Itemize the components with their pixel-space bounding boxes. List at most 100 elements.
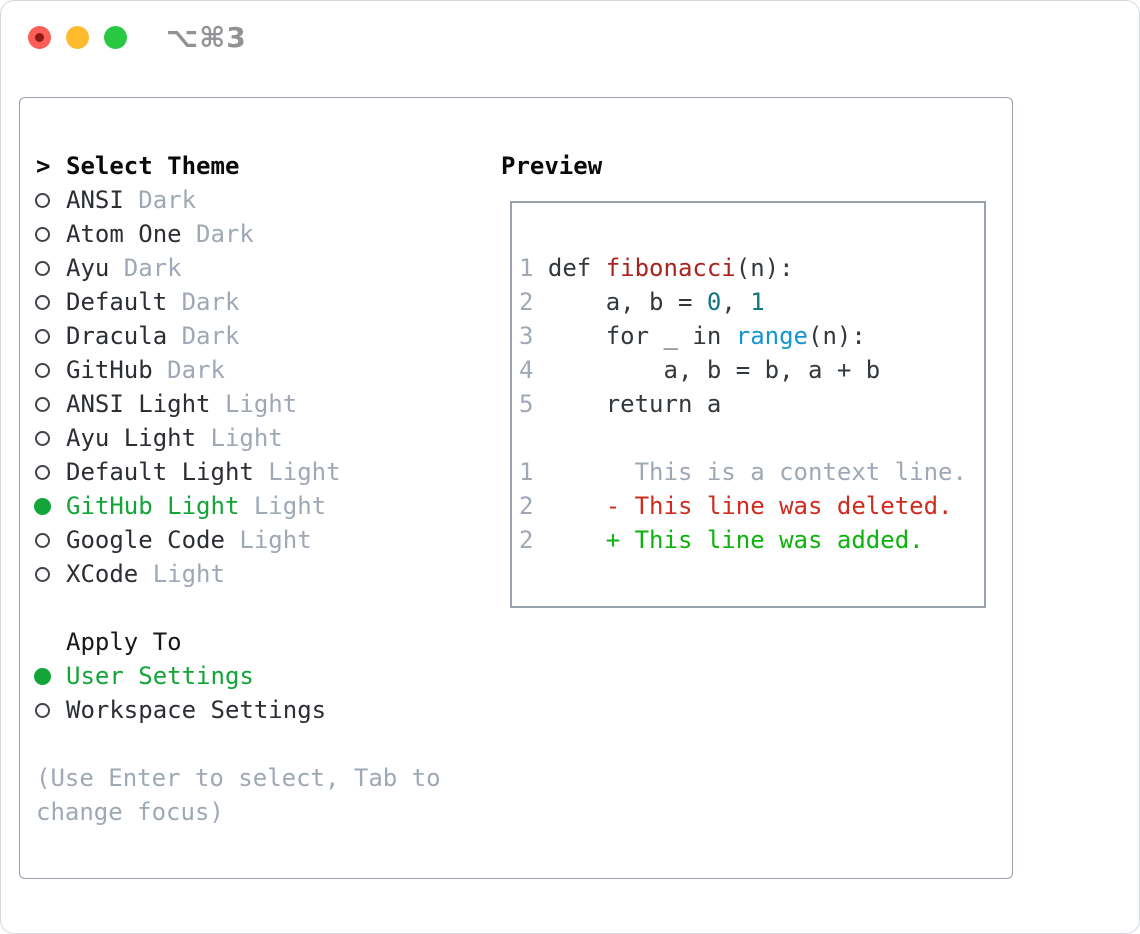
close-button[interactable] [28, 25, 51, 49]
radio-selected-icon [34, 667, 66, 685]
radio-circle-icon [35, 702, 50, 718]
help-text: (Use Enter to select, Tab to change focu… [36, 764, 441, 826]
line-number: 4 [519, 356, 548, 384]
code-line-5: 5 return a [519, 387, 984, 421]
option-variant-tag: Dark [109, 254, 182, 282]
line-number: 3 [519, 322, 548, 350]
code-line-9: 2 + This line was added. [519, 523, 984, 557]
radio-unselected-icon [34, 226, 66, 242]
theme-option-xcode[interactable]: XCode Light [34, 557, 496, 591]
close-button-dot-icon [35, 32, 44, 42]
theme-option-dracula[interactable]: Dracula Dark [34, 319, 496, 353]
titlebar: ⌥⌘3 [28, 0, 247, 74]
radio-circle-icon [35, 566, 50, 582]
apply-option-workspace-settings[interactable]: Workspace Settings [34, 693, 496, 727]
radio-unselected-icon [34, 532, 66, 548]
option-label: User Settings [66, 662, 254, 690]
radio-unselected-icon [34, 430, 66, 446]
option-label: Atom One [66, 220, 182, 248]
theme-option-github[interactable]: GitHub Dark [34, 353, 496, 387]
option-label: Default [66, 288, 168, 316]
radio-unselected-icon [34, 260, 66, 276]
code-token: This is a context line. [547, 458, 967, 486]
line-number: 1 [519, 458, 548, 486]
option-variant-tag: Dark [152, 356, 225, 384]
radio-unselected-icon [34, 464, 66, 480]
option-variant-tag: Dark [123, 186, 197, 214]
radio-circle-icon [34, 497, 51, 515]
theme-option-google-code[interactable]: Google Code Light [34, 523, 496, 557]
code-token: + This line was added. [547, 526, 924, 554]
radio-unselected-icon [34, 294, 66, 310]
option-label: ANSI [66, 186, 124, 214]
radio-circle-icon [35, 464, 50, 480]
option-variant-tag: Light [138, 560, 225, 588]
option-variant-tag: Dark [181, 220, 254, 248]
line-number: 2 [519, 492, 548, 520]
apply-to-title: Apply To [66, 628, 182, 656]
radio-circle-icon [35, 192, 50, 208]
code-token: def [547, 254, 606, 282]
code-token: - This line was deleted. [547, 492, 953, 520]
radio-circle-icon [35, 532, 50, 548]
radio-circle-icon [35, 328, 50, 344]
code-line-4: 4 a, b = b, a + b [519, 353, 984, 387]
theme-option-ansi-light[interactable]: ANSI Light Light [34, 387, 496, 421]
line-number: 2 [519, 526, 548, 554]
apply-to-header: Apply To [34, 625, 496, 659]
spacer-row [34, 591, 496, 625]
radio-circle-icon [35, 362, 50, 378]
theme-option-ayu-light[interactable]: Ayu Light Light [34, 421, 496, 455]
code-line-7: 1 This is a context line. [519, 455, 984, 489]
theme-option-ansi[interactable]: ANSI Dark [34, 183, 496, 217]
code-token: for _ in [547, 322, 736, 350]
minimize-button[interactable] [66, 25, 89, 49]
preview-title: Preview [501, 152, 603, 180]
code-token: 0 [706, 288, 722, 316]
theme-option-ayu[interactable]: Ayu Dark [34, 251, 496, 285]
option-label: ANSI Light [66, 390, 211, 418]
radio-circle-icon [35, 226, 50, 242]
select-theme-header: > Select Theme [34, 149, 496, 183]
maximize-button[interactable] [104, 25, 127, 49]
code-line-8: 2 - This line was deleted. [519, 489, 984, 523]
option-label: Workspace Settings [66, 696, 327, 724]
spacer-row [34, 727, 496, 761]
radio-circle-icon [35, 294, 50, 310]
apply-option-user-settings[interactable]: User Settings [34, 659, 496, 693]
code-token: fibonacci [605, 254, 736, 282]
option-variant-tag: Light [239, 492, 327, 520]
option-label: Dracula [66, 322, 168, 350]
option-variant-tag: Light [210, 390, 298, 418]
option-variant-tag: Dark [167, 288, 240, 316]
option-variant-tag: Dark [167, 322, 240, 350]
option-variant-tag: Light [253, 458, 341, 486]
radio-selected-icon [34, 497, 66, 515]
option-label: Ayu Light [66, 424, 197, 452]
window-title: ⌥⌘3 [166, 20, 247, 54]
radio-circle-icon [34, 667, 51, 685]
line-number [519, 424, 548, 452]
theme-option-default[interactable]: Default Dark [34, 285, 496, 319]
option-label: GitHub Light [66, 492, 240, 520]
line-number: 1 [519, 254, 548, 282]
option-label: Ayu [66, 254, 110, 282]
radio-unselected-icon [34, 702, 66, 718]
select-theme-title: Select Theme [66, 152, 240, 180]
theme-option-default-light[interactable]: Default Light Light [34, 455, 496, 489]
code-token: (n): [735, 254, 794, 282]
code-token: range [735, 322, 808, 350]
theme-option-atom-one[interactable]: Atom One Dark [34, 217, 496, 251]
code-line-1: 1 def fibonacci(n): [519, 251, 984, 285]
code-token: , [721, 288, 751, 316]
theme-option-github-light[interactable]: GitHub Light Light [34, 489, 496, 523]
radio-unselected-icon [34, 328, 66, 344]
radio-unselected-icon [34, 566, 66, 582]
option-label: Default Light [66, 458, 254, 486]
radio-unselected-icon [34, 192, 66, 208]
